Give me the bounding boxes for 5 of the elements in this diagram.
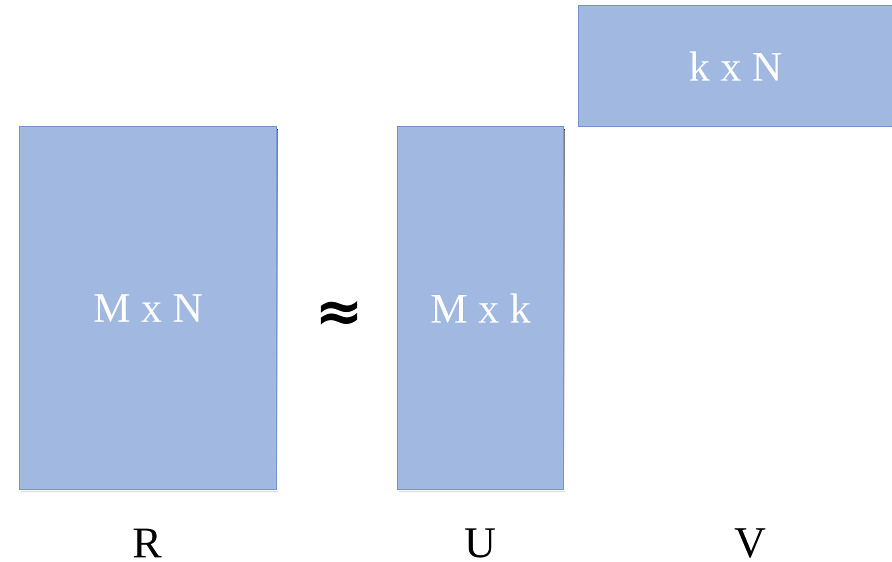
matrix-name: V — [734, 528, 766, 558]
matrix-box: M x N — [19, 126, 278, 492]
matrix-box: M x k — [397, 126, 565, 492]
approx-sign: ≈ — [320, 301, 358, 325]
matrix-box: k x N — [578, 5, 892, 129]
